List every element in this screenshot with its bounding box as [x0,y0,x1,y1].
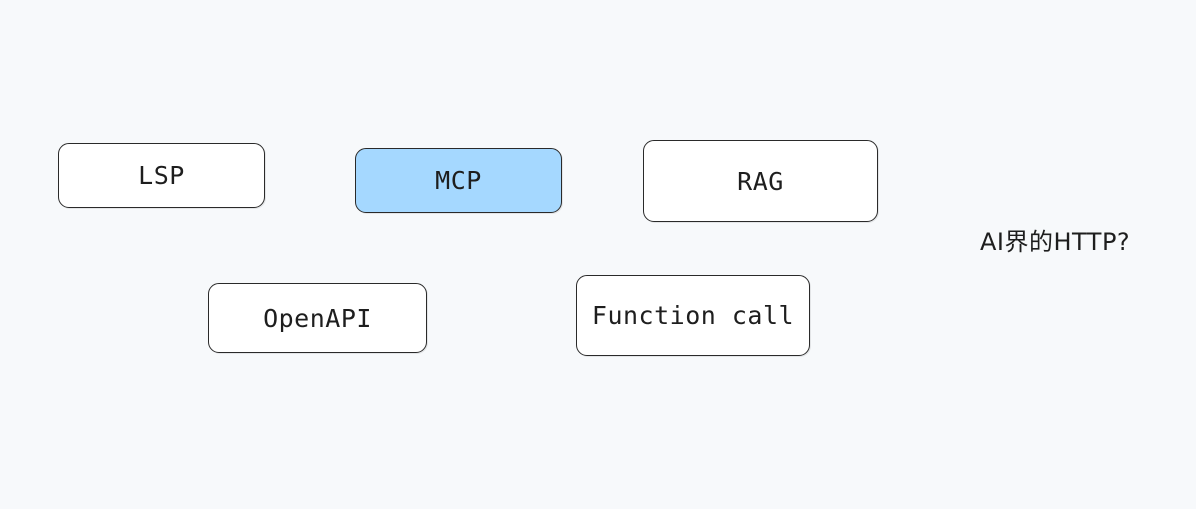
lsp-label: LSP [138,161,185,190]
openapi-box: OpenAPI [208,283,427,353]
caption-text: AI界的HTTP? [980,228,1131,256]
rag-box: RAG [643,140,878,222]
rag-label: RAG [737,166,784,196]
mcp-label: MCP [435,166,482,195]
function-call-box: Function call [576,275,810,356]
mcp-box: MCP [355,148,562,213]
openapi-label: OpenAPI [263,303,372,333]
function-call-label: Function call [591,301,795,330]
lsp-box: LSP [58,143,265,208]
